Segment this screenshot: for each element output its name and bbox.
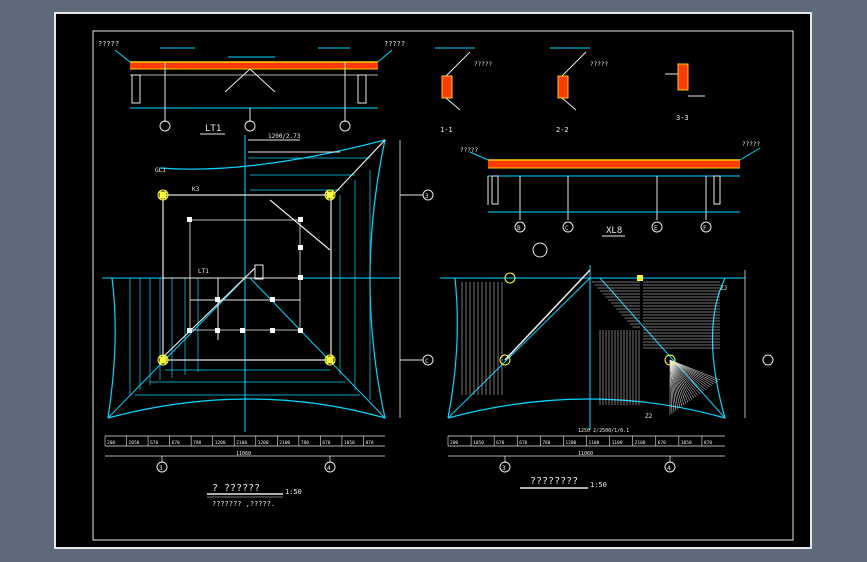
dimension-value: 670 [496, 440, 504, 446]
section-1-1-label: 1-1 [440, 126, 453, 134]
xl8-title: XL8 [606, 226, 622, 236]
dimension-value: 780 [542, 440, 550, 446]
dimension-value: 870 [365, 440, 373, 446]
dimension-value: 200 [450, 440, 458, 446]
right-title: ???????? [530, 476, 578, 487]
dimension-value: 1050 [681, 440, 692, 446]
label-z2: Z2 [645, 413, 653, 420]
dimension-value: 670 [322, 440, 330, 446]
drawing-sheet [54, 12, 812, 549]
label-k3: K3 [192, 186, 200, 193]
section-3-3-label: 3-3 [676, 114, 689, 122]
dims-right: 200 1050 670 670 780 1200 1100 1100 2100 670 1050 8… [447, 436, 712, 446]
dimension-value: 1050 [473, 440, 484, 446]
lt1-title: LT1 [205, 124, 221, 134]
roof-plan-left [102, 135, 434, 432]
section-note-b: ????? [590, 61, 608, 68]
grid-3-bottom-r: 3 [502, 465, 506, 472]
grid-f: F [703, 225, 707, 232]
section-note-a: ????? [474, 61, 492, 68]
dimension-value: 670 [172, 440, 180, 446]
dimension-value: 2100 [635, 440, 646, 446]
grid-c-top: C [565, 225, 569, 232]
dimension-value: 670 [150, 440, 158, 446]
dimension-value: 1050 [344, 440, 355, 446]
corner-label-tl: ????? [98, 40, 119, 48]
main-title: ? ?????? [212, 483, 260, 494]
right-scale: 1:50 [590, 481, 607, 489]
dimension-value: 780 [193, 440, 201, 446]
label-zj: ZJ [720, 285, 727, 292]
grid-c-right: C [425, 358, 429, 365]
dimension-value: 1100 [589, 440, 600, 446]
dimension-value: 870 [704, 440, 712, 446]
dimension-value: 1200 [258, 440, 269, 446]
dims-left: 200 1050 670 670 780 1200 2100 1200 2100 780 670 10… [104, 436, 374, 446]
sub-title: ??????? ,?????. [212, 500, 275, 508]
grid-3-bottom: 3 [159, 465, 163, 472]
note-left: 1200/2.73 [268, 133, 301, 140]
section-1-1 [435, 47, 475, 111]
dimension-value: 780 [301, 440, 309, 446]
corner-label-xlb-r: ????? [742, 141, 760, 148]
label-lt1-plan: LT1 [198, 268, 209, 275]
dimension-value: 200 [107, 440, 115, 446]
dimension-value: 1100 [612, 440, 623, 446]
label-gl1: GL1 [155, 167, 166, 174]
beam-xl8-elevation [469, 147, 761, 233]
grid-b: B [517, 225, 521, 232]
main-scale: 1:50 [285, 488, 302, 496]
section-2-2 [550, 47, 590, 111]
corner-label-xlb: ????? [460, 147, 478, 154]
grid-e: E [654, 225, 658, 232]
section-3-3 [665, 63, 705, 97]
dimension-value: 2100 [236, 440, 247, 446]
dimension-value: 1200 [215, 440, 226, 446]
dimension-value: 1200 [565, 440, 576, 446]
dimension-value: 2100 [279, 440, 290, 446]
grid-3-right: 3 [425, 193, 429, 200]
section-2-2-label: 2-2 [556, 126, 569, 134]
total-right: 11060 [578, 451, 593, 457]
corner-label-tr: ????? [384, 40, 405, 48]
dimension-value: 670 [519, 440, 527, 446]
grid-4-bottom: 4 [327, 465, 331, 472]
total-left: 11060 [236, 451, 251, 457]
bottom-note-r: 1250 2/2500/1/0.1 [578, 428, 629, 434]
grid-4-bottom-r: 4 [667, 465, 671, 472]
dim-chain-left [105, 435, 385, 463]
inner-border [92, 30, 794, 541]
dimension-value: 670 [658, 440, 666, 446]
roof-plan-right [440, 242, 774, 430]
dimension-value: 1050 [129, 440, 140, 446]
beam-lt1-elevation [114, 47, 393, 132]
